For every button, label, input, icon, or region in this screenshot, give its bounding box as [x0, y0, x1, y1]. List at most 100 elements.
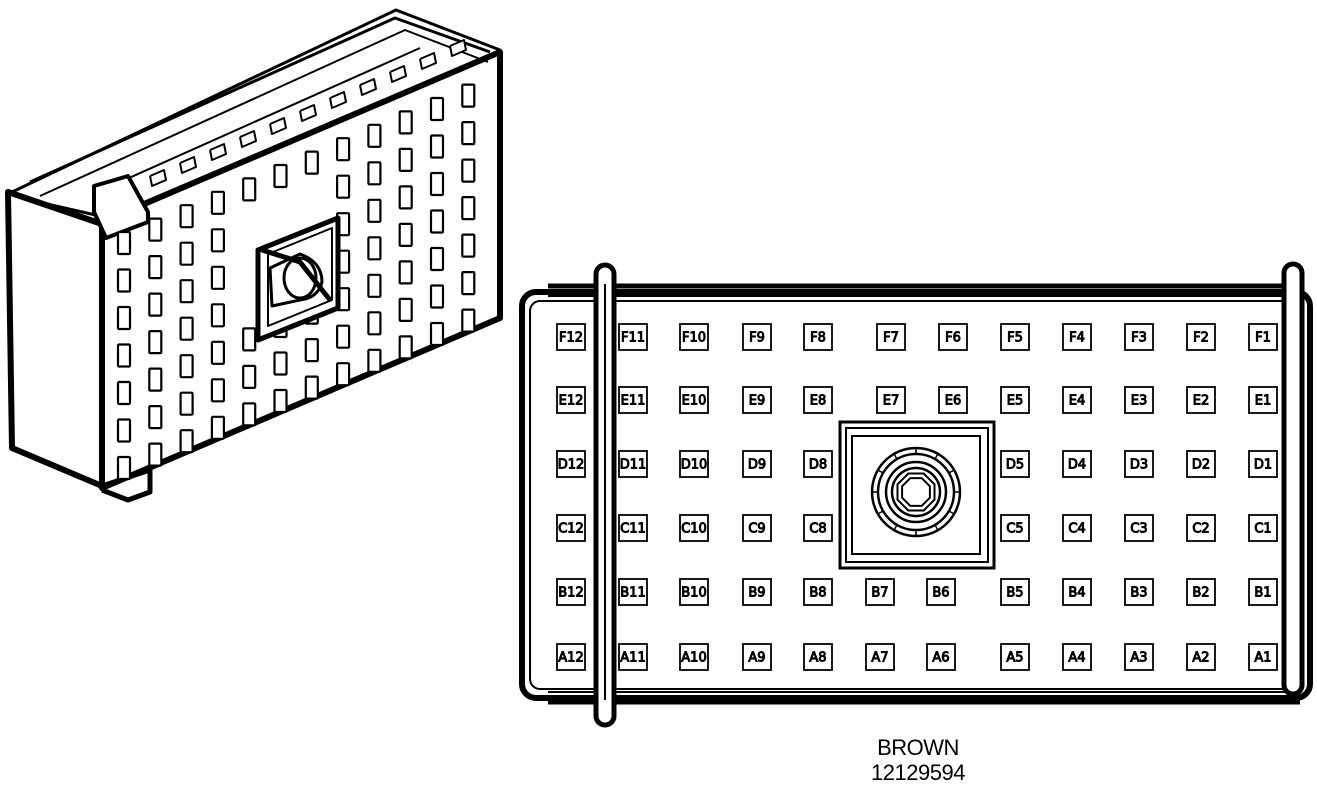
- pin-cavity-a3: A3: [1124, 643, 1154, 671]
- pin-label: B5: [1006, 586, 1023, 601]
- pin-cavity-e2: E2: [1186, 386, 1216, 414]
- pin-label: A7: [871, 651, 888, 666]
- pin-label: F4: [1069, 331, 1085, 346]
- pin-cavity-b7: B7: [865, 578, 895, 606]
- pin-cavity-b6: B6: [926, 578, 956, 606]
- iso-cavity: [429, 96, 445, 122]
- pin-cavity-b11: B11: [618, 578, 648, 606]
- pin-cavity-a9: A9: [742, 643, 772, 671]
- connector-part-number: 12129594: [871, 760, 965, 785]
- iso-cavity: [210, 340, 225, 365]
- iso-cavity: [148, 330, 163, 355]
- iso-cavity: [398, 147, 413, 172]
- pin-label: D12: [558, 458, 585, 473]
- connector-isometric-view: [5, 8, 503, 503]
- pin-label: D5: [1006, 458, 1024, 473]
- iso-cavity: [273, 351, 288, 376]
- iso-cavity: [210, 378, 225, 403]
- pin-label: B11: [620, 586, 645, 601]
- iso-top-rail: [29, 16, 491, 184]
- pin-label: E10: [682, 394, 707, 409]
- iso-cavity: [179, 316, 194, 341]
- pin-label: A5: [1006, 651, 1023, 666]
- iso-latch-tabs: [149, 39, 467, 187]
- pin-label: F7: [883, 331, 899, 346]
- pin-cavity-a12: A12: [556, 643, 586, 671]
- pin-cavity-d1: D1: [1248, 450, 1278, 478]
- iso-cavity: [148, 255, 163, 280]
- pin-cavity-b2: B2: [1186, 578, 1216, 606]
- pin-cavity-a6: A6: [926, 643, 956, 671]
- iso-cavity: [461, 120, 476, 146]
- iso-side-face: [5, 189, 105, 489]
- pin-label: F8: [810, 331, 826, 346]
- pin-cavity-d5: D5: [1000, 450, 1030, 478]
- socket-frame-inner: [851, 435, 981, 555]
- iso-cavity: [148, 367, 163, 392]
- pin-cavity-b3: B3: [1124, 578, 1154, 606]
- pin-label: F2: [1193, 331, 1209, 346]
- pin-cavity-a8: A8: [803, 643, 833, 671]
- socket-frame-mid: [845, 427, 989, 563]
- pin-cavity-d11: D11: [618, 450, 648, 478]
- iso-cavity: [148, 442, 163, 467]
- socket-frame-outer: [838, 420, 996, 570]
- pin-cavity-b5: B5: [1000, 578, 1030, 606]
- iso-cavity: [336, 324, 351, 349]
- pin-label: B12: [558, 586, 583, 601]
- iso-cavity: [398, 185, 413, 210]
- iso-cavity: [179, 429, 194, 454]
- pin-cavity-b4: B4: [1062, 578, 1092, 606]
- pin-label: C11: [620, 522, 646, 537]
- iso-cavity: [179, 354, 194, 379]
- pin-cavity-f1: F1: [1248, 323, 1278, 351]
- pin-cavity-a11: A11: [618, 643, 648, 671]
- pin-cavity-f2: F2: [1186, 323, 1216, 351]
- iso-cavity: [210, 228, 225, 253]
- iso-cavity: [398, 110, 413, 135]
- pin-label: D10: [681, 458, 708, 473]
- iso-cavity: [367, 236, 382, 261]
- pin-label: C8: [809, 522, 826, 537]
- iso-end-latch: [92, 174, 150, 240]
- pin-label: C10: [681, 522, 707, 537]
- iso-cavity: [461, 233, 476, 258]
- pin-cavity-c3: C3: [1124, 514, 1154, 542]
- iso-cavity: [242, 364, 257, 389]
- iso-cavity: [367, 198, 382, 223]
- pin-cavity-f3: F3: [1124, 323, 1154, 351]
- iso-cavity: [429, 284, 445, 309]
- pin-label: F1: [1255, 331, 1271, 346]
- iso-cavity: [304, 150, 319, 175]
- pin-label: C9: [748, 522, 765, 537]
- pin-label: A12: [558, 651, 583, 666]
- pin-label: A6: [932, 651, 949, 666]
- bolt-socket-icon: [870, 446, 962, 538]
- pin-label: D9: [748, 458, 766, 473]
- pin-cavity-d10: D10: [679, 450, 709, 478]
- pin-label: C5: [1006, 522, 1023, 537]
- iso-cavity: [116, 268, 132, 293]
- pin-cavity-c1: C1: [1248, 514, 1278, 542]
- pin-label: A3: [1130, 651, 1147, 666]
- pin-label: C4: [1068, 522, 1085, 537]
- pin-label: F3: [1131, 331, 1147, 346]
- pin-cavity-e5: E5: [1000, 386, 1030, 414]
- iso-cavity: [179, 279, 194, 304]
- pin-cavity-d2: D2: [1186, 450, 1216, 478]
- pin-cavity-e10: E10: [679, 386, 709, 414]
- pin-label: C3: [1130, 522, 1147, 537]
- pin-label: E2: [1193, 394, 1210, 409]
- pin-label: E9: [749, 394, 766, 409]
- pin-cavity-d3: D3: [1124, 450, 1154, 478]
- iso-cavity: [148, 217, 163, 242]
- pin-label: A11: [620, 651, 645, 666]
- pin-cavity-c9: C9: [742, 514, 772, 542]
- pin-label: A9: [748, 651, 765, 666]
- pin-label: E11: [621, 394, 646, 409]
- pin-label: B6: [932, 586, 949, 601]
- pin-cavity-e4: E4: [1062, 386, 1092, 414]
- pin-cavity-f8: F8: [803, 323, 833, 351]
